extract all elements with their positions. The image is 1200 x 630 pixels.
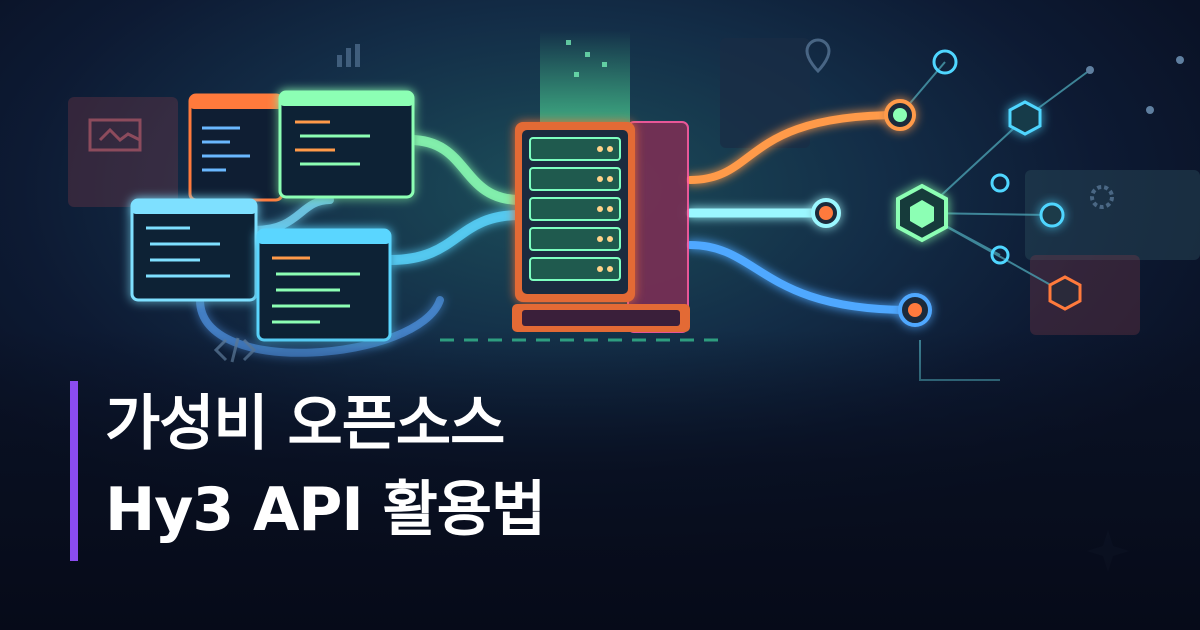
headline-line-1: 가성비 오픈소스 <box>105 389 505 459</box>
image-icon <box>88 118 142 152</box>
headline-block: 가성비 오픈소스 Hy3 API 활용법 <box>70 381 546 561</box>
bottom-gradient <box>0 330 1200 630</box>
gear-icon <box>1090 185 1114 209</box>
location-pin-icon <box>805 38 831 74</box>
code-window-3 <box>130 198 258 302</box>
code-window-1 <box>188 93 284 202</box>
code-window-4 <box>256 228 392 342</box>
headline-line-2: Hy3 API 활용법 <box>105 475 546 545</box>
bar-chart-icon <box>337 44 360 67</box>
code-window-2 <box>278 90 415 199</box>
server-icon <box>440 121 720 342</box>
hexagon-node-icon <box>896 183 948 243</box>
